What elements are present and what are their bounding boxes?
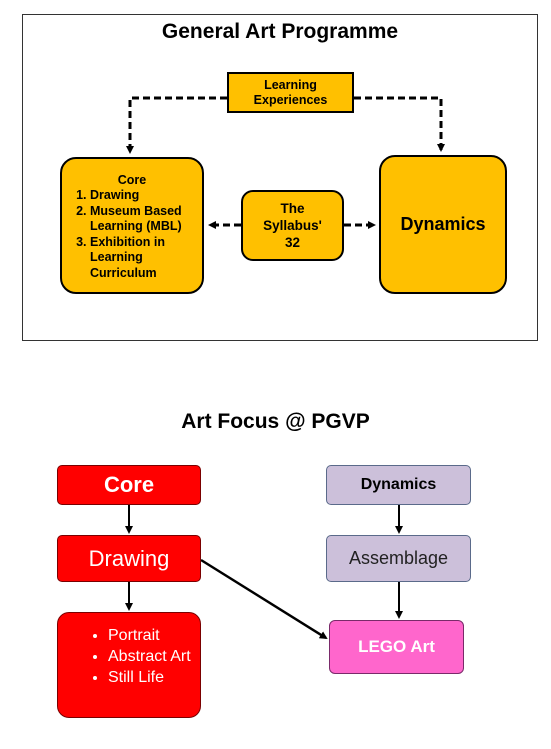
dashed-arrow-learning-to-dynamics — [354, 96, 445, 152]
arrow-drawing-to-lego — [200, 558, 328, 640]
learning-experiences-label: Learning Experiences — [253, 77, 328, 107]
art-focus-title: Art Focus @ PGVP — [181, 410, 370, 433]
core-label-bottom: Core — [103, 472, 155, 497]
core-item: Museum Based Learning (MBL) — [90, 204, 196, 235]
core-item: Drawing — [90, 188, 196, 204]
dashed-arrow-learning-to-core — [126, 96, 227, 154]
lego-art-label: LEGO Art — [358, 637, 435, 656]
assemblage-label: Assemblage — [348, 548, 449, 568]
dynamics-label-bottom: Dynamics — [360, 476, 437, 493]
syllabus-box: The Syllabus' 32 — [241, 190, 344, 261]
core-item: Exhibition in Learning Curriculum — [90, 235, 196, 282]
core-box-top: Core Drawing Museum Based Learning (MBL)… — [60, 157, 204, 294]
drawing-genres-list: Portrait Abstract Art Still Life — [58, 625, 200, 688]
drawing-box: Drawing — [57, 535, 201, 582]
syllabus-label: The Syllabus' 32 — [263, 201, 322, 250]
drawing-label: Drawing — [88, 545, 170, 571]
dynamics-box-top: Dynamics — [379, 155, 507, 294]
core-box-bottom: Core — [57, 465, 201, 505]
core-heading: Core — [117, 173, 147, 187]
core-list: Drawing Museum Based Learning (MBL) Exhi… — [68, 188, 196, 281]
assemblage-box: Assemblage — [326, 535, 471, 582]
drawing-genres-box: Portrait Abstract Art Still Life — [57, 612, 201, 718]
drawing-genre-item: Abstract Art — [108, 646, 200, 667]
learning-experiences-box: Learning Experiences — [227, 72, 354, 113]
dynamics-box-bottom: Dynamics — [326, 465, 471, 505]
lego-art-box: LEGO Art — [329, 620, 464, 674]
drawing-genre-item: Still Life — [108, 667, 200, 688]
drawing-genre-item: Portrait — [108, 625, 200, 646]
general-art-programme-frame — [22, 14, 538, 341]
general-art-programme-title: General Art Programme — [161, 20, 399, 43]
dynamics-label-top: Dynamics — [400, 214, 486, 234]
